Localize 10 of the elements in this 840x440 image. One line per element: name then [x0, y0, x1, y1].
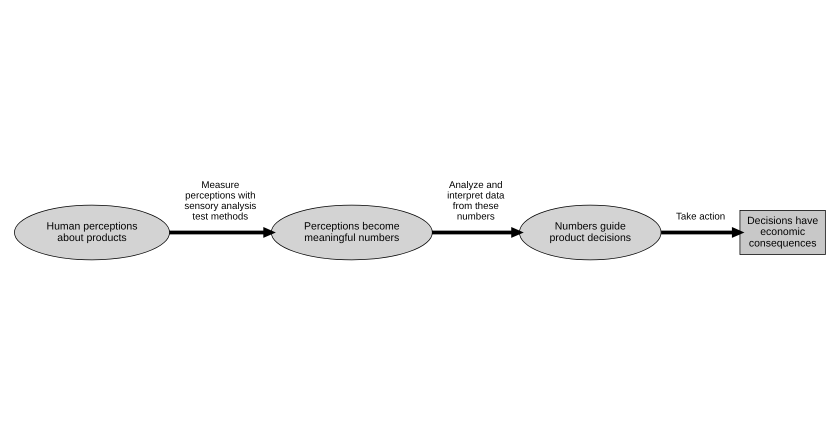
- arrow: [432, 226, 524, 238]
- edge-label: Analyze and interpret data from these numbers: [447, 180, 504, 222]
- arrow: [661, 226, 744, 238]
- node-ellipse: Perceptions become meaningful numbers: [270, 204, 433, 260]
- node-ellipse: Numbers guide product decisions: [519, 204, 662, 260]
- edge-label: Take action: [676, 211, 726, 222]
- node-ellipse: Human perceptions about products: [14, 204, 170, 260]
- edge-label: Measure perceptions with sensory analysis test methods: [184, 180, 256, 222]
- node-box: Decisions have economic consequences: [740, 210, 826, 255]
- arrow: [170, 226, 276, 238]
